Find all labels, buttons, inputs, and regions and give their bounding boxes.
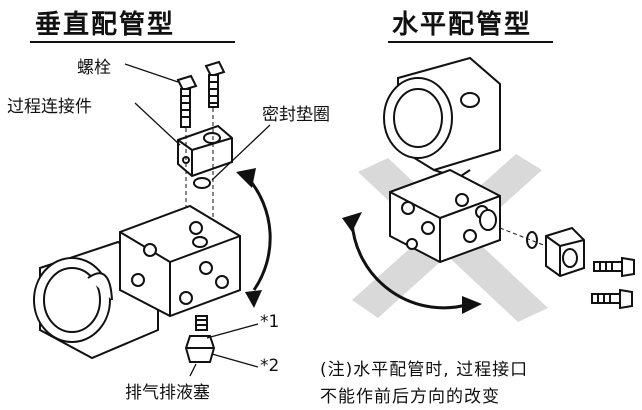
label-bolt: 螺栓	[77, 58, 111, 78]
bolt-right	[204, 60, 226, 108]
note-line-2: 不能作前后方向的改变	[320, 387, 500, 407]
vertical-transmitter	[33, 60, 272, 363]
drain-plug-part	[184, 315, 216, 363]
note-line-1: (注)水平配管时, 过程接口	[320, 360, 529, 380]
title-vertical-piping: 垂直配管型	[35, 10, 176, 40]
bolt-right-upper	[593, 256, 635, 278]
leader-lines-left	[124, 63, 271, 377]
horizontal-transmitter	[342, 56, 635, 314]
capsule-body-left	[119, 204, 241, 318]
title-underline-right	[388, 41, 553, 43]
title-underline-left	[30, 41, 235, 43]
process-connector-right	[545, 226, 585, 278]
label-mark-1: *1	[260, 312, 280, 332]
seal-gasket-part	[193, 177, 211, 189]
title-horizontal-piping: 水平配管型	[392, 10, 533, 40]
label-mark-2: *2	[260, 356, 280, 376]
transmitter-housing-left	[33, 240, 159, 360]
process-connector-part	[177, 124, 233, 178]
transmitter-housing-right	[383, 56, 501, 180]
capsule-body-right	[389, 168, 501, 264]
label-process-connector: 过程连接件	[7, 97, 92, 117]
label-seal-gasket: 密封垫圈	[262, 105, 330, 125]
seal-gasket-right	[526, 231, 538, 249]
bolt-left	[176, 74, 198, 128]
bolt-right-lower	[591, 288, 633, 310]
label-drain-plug: 排气排液塞	[125, 383, 210, 403]
